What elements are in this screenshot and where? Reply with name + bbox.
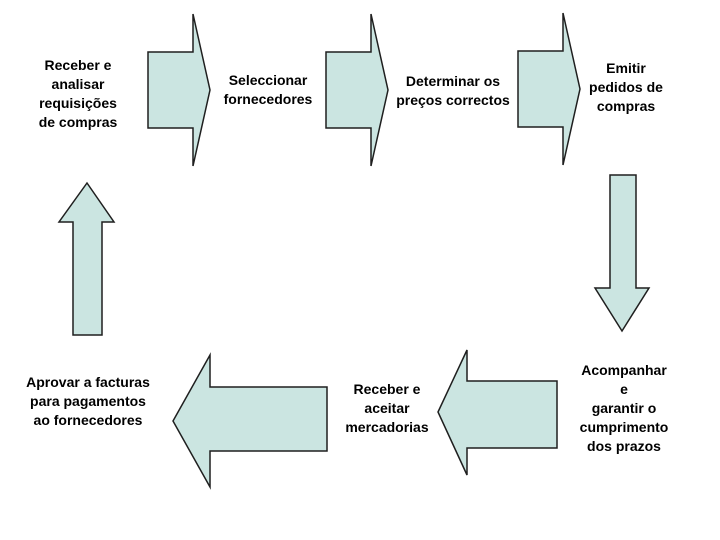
left-arrow-icon bbox=[172, 352, 328, 490]
step-label-aprovar-facturas: Aprovar a facturas para pagamentos ao fo… bbox=[26, 374, 150, 428]
down-arrow-icon bbox=[593, 174, 651, 333]
step-label-seleccionar-fornecedores: Seleccionar fornecedores bbox=[223, 72, 313, 107]
right-arrow-icon bbox=[147, 13, 211, 167]
step-label-acompanhar-prazos: Acompanhar e garantir o cumprimento dos … bbox=[579, 362, 669, 454]
up-arrow-icon bbox=[57, 181, 116, 336]
right-arrow-icon bbox=[325, 13, 389, 167]
step-label-receber-analisar: Receber e analisar requisições de compra… bbox=[38, 57, 118, 130]
step-label-emitir-pedidos: Emitir pedidos de compras bbox=[589, 60, 663, 114]
step-label-determinar-precos: Determinar os preços correctos bbox=[396, 73, 510, 108]
step-label-receber-mercadorias: Receber e aceitar mercadorias bbox=[345, 381, 429, 435]
right-arrow-icon bbox=[517, 12, 581, 166]
left-arrow-icon bbox=[437, 349, 558, 476]
